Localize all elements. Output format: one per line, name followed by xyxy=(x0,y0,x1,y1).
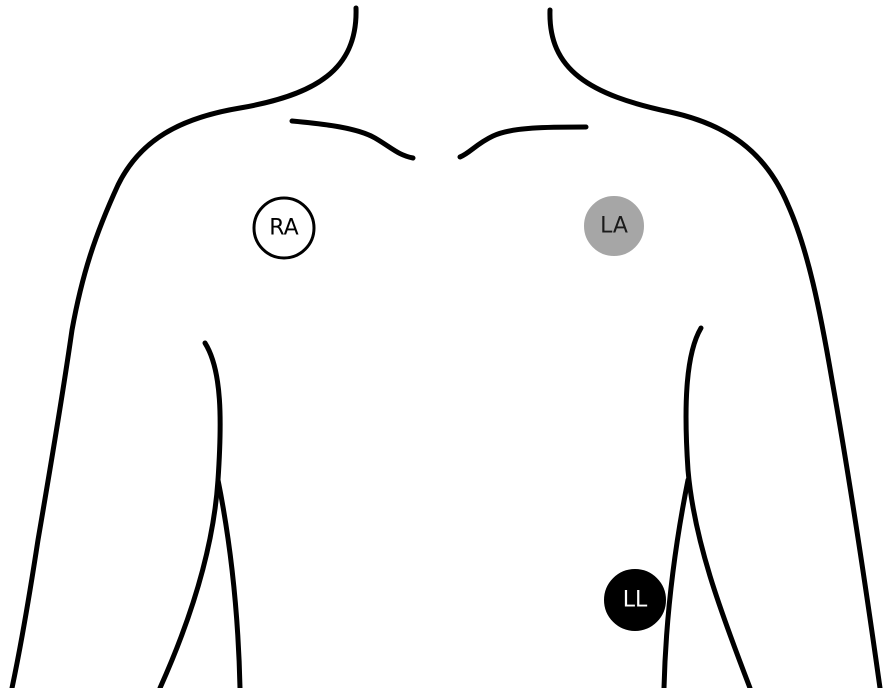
left-neck-shoulder-arm-outline xyxy=(12,8,356,688)
electrode-ll-label: LL xyxy=(623,588,648,613)
electrode-la-label: LA xyxy=(600,214,628,239)
electrode-ra-label: RA xyxy=(269,216,298,241)
right-torso-side-line xyxy=(664,480,688,688)
left-torso-side-line xyxy=(218,480,240,688)
electrode-la: LA xyxy=(585,197,643,255)
electrode-ll: LL xyxy=(605,570,665,630)
left-collarbone xyxy=(292,121,413,158)
left-inner-arm-line xyxy=(160,343,220,688)
electrode-ra: RA xyxy=(254,198,314,258)
right-inner-arm-line xyxy=(686,328,750,688)
right-collarbone xyxy=(460,127,586,157)
